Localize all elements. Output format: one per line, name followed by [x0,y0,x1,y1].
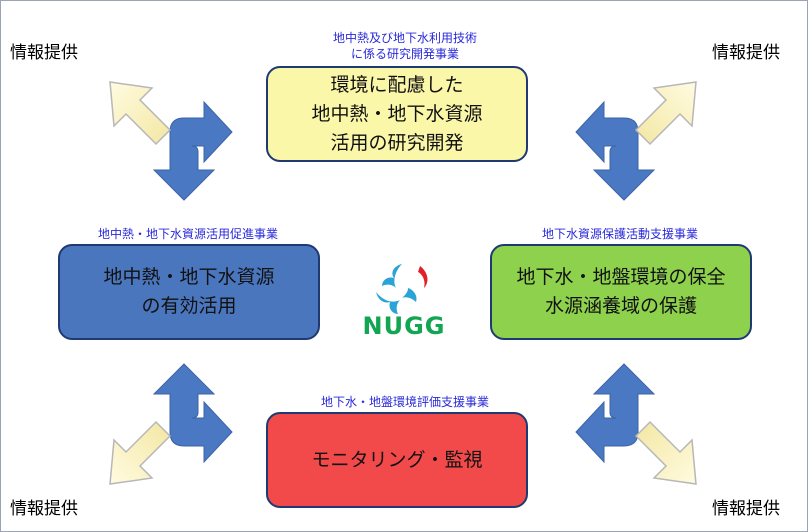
top-box-research: 環境に配慮した 地中熱・地下水資源 活用の研究開発 [266,66,528,162]
info-label-top-left: 情報提供 [10,43,78,63]
nugg-logo-mark [376,264,428,314]
blue-arrow-top-right [575,101,655,201]
nugg-logo-text: NUGG [362,312,446,340]
right-box-line-2: 水源涵養域の保護 [544,295,697,317]
left-box-utilization: 地中熱・地下水資源 の有効活用 [58,244,320,340]
top-box-line-2: 地中熱・地下水資源 [311,102,483,125]
top-box-line-3: 活用の研究開発 [330,131,464,154]
top-caption-line-2: に係る研究開発事業 [350,47,459,61]
right-box-line-1: 地下水・地盤環境の保全 [516,266,726,288]
top-caption: 地中熱及び地下水利用技術 に係る研究開発事業 [280,30,530,62]
left-box-line-2: の有効活用 [141,295,237,317]
info-arrow-top-left [109,81,171,145]
info-arrow-top-right [635,81,697,145]
info-arrow-bottom-left [109,421,171,485]
top-box-line-1: 環境に配慮した [330,73,464,96]
blue-arrow-bottom-right [575,363,655,463]
info-arrow-bottom-right [635,421,697,485]
right-caption: 地下水資源保護活動支援事業 [541,227,698,241]
blue-arrow-bottom-left [153,363,233,463]
left-box-line-1: 地中熱・地下水資源 [103,266,275,288]
bottom-caption: 地下水・地盤環境評価支援事業 [320,395,489,409]
nugg-logo [376,264,428,314]
left-caption: 地中熱・地下水資源活用促進事業 [97,227,278,241]
blue-arrow-top-left [153,101,233,201]
top-caption-line-1: 地中熱及び地下水利用技術 [332,31,477,45]
bottom-box-line-1: モニタリング・監視 [311,448,483,471]
right-box-conservation: 地下水・地盤環境の保全 水源涵養域の保護 [490,244,752,340]
info-label-bottom-left: 情報提供 [10,499,78,519]
bottom-box-monitoring: モニタリング・監視 [266,412,528,508]
info-label-top-right: 情報提供 [712,43,780,63]
info-label-bottom-right: 情報提供 [712,499,780,519]
